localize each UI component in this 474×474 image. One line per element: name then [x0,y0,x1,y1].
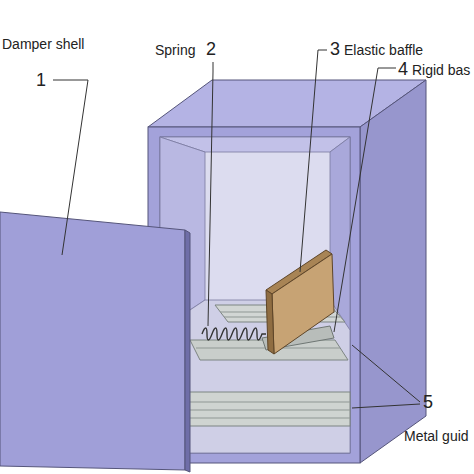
callout-number: 5 [423,393,433,411]
callout-number: 3 [330,40,340,58]
callout-number: 1 [36,71,46,89]
part-label: Damper shell [2,37,84,51]
metal-guide [178,392,350,426]
callout-number: 4 [398,60,408,78]
part-label: Metal guid [404,429,469,443]
spring [202,328,266,340]
cover-panel [0,212,185,470]
part-label: Rigid bas [412,63,470,77]
elastic-baffle [272,254,334,354]
part-label: Elastic baffle [344,43,423,57]
leader-line [53,50,420,408]
callout-number: 2 [206,40,216,58]
part-label: Spring [155,43,195,57]
